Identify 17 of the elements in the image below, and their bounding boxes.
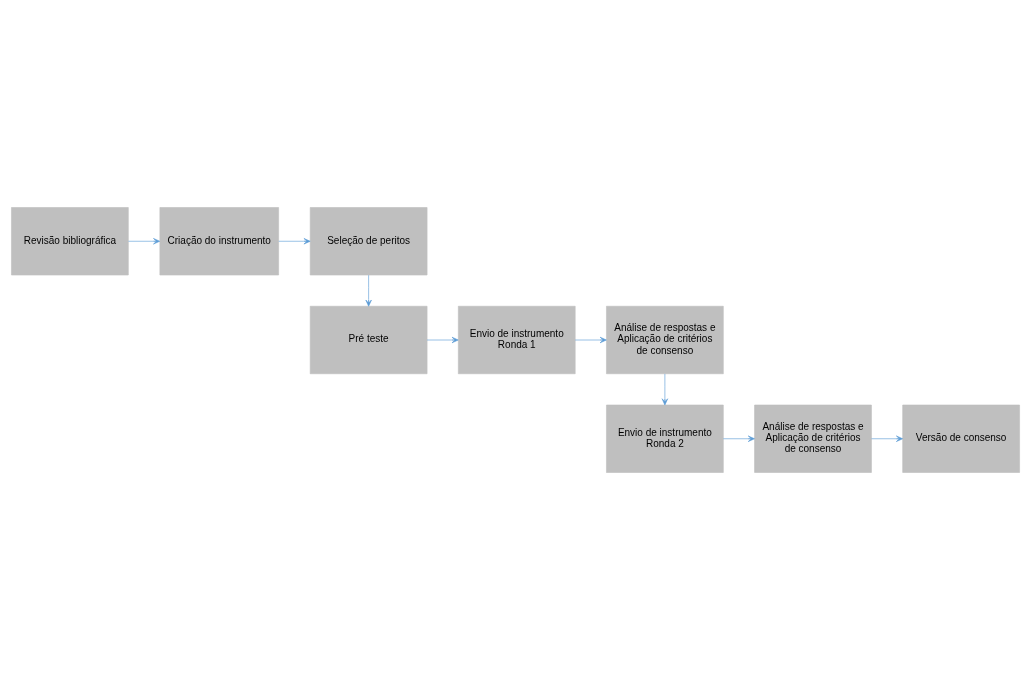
arrow: [661, 373, 668, 405]
node-box: Pré teste: [309, 305, 428, 374]
node-box: Análise de respostas e Aplicação de critérios de consenso: [606, 305, 724, 374]
node-box: Seleção de peritos: [309, 206, 428, 275]
arrow: [574, 336, 607, 343]
arrow: [871, 435, 903, 442]
arrow: [723, 435, 755, 442]
node-box: Envio de instrumento Ronda 1: [458, 305, 576, 374]
arrow: [278, 237, 311, 244]
node-box: Revisão bibliográfica: [11, 206, 129, 275]
node-box: Análise de respostas e Aplicação de critérios de consenso: [754, 404, 872, 473]
node-box: Envio de instrumento Ronda 2: [606, 404, 724, 473]
arrow: [426, 336, 459, 343]
arrow: [128, 237, 161, 244]
node-box: Versão de consenso: [902, 404, 1020, 473]
node-box: Criação do instrumento: [159, 206, 279, 275]
arrow: [365, 274, 372, 307]
